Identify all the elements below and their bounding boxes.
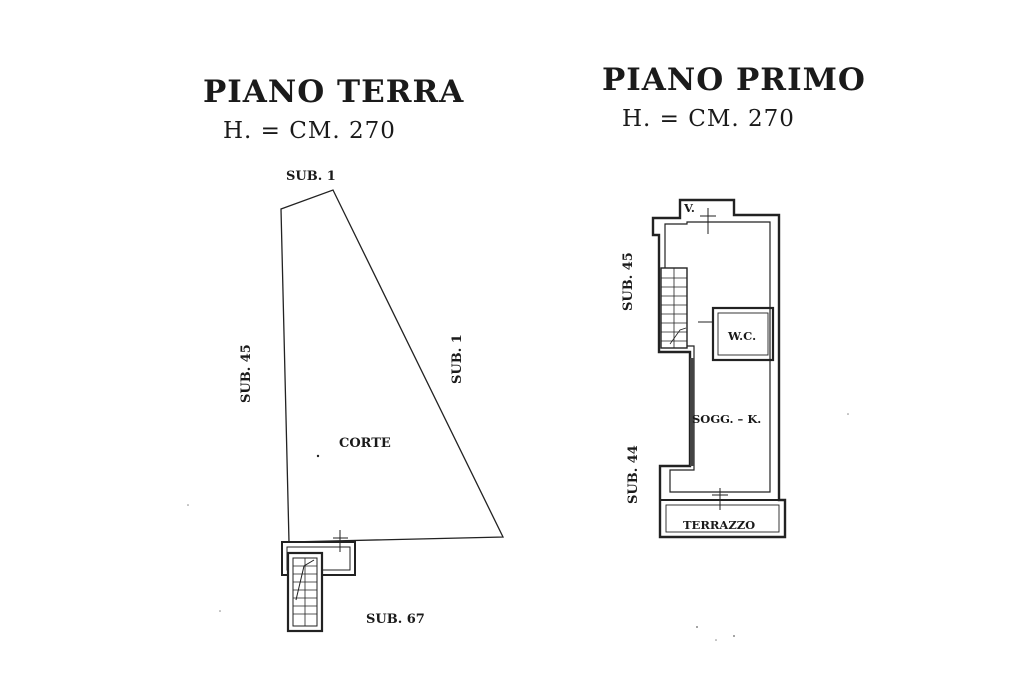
- first-sub-left-lower-label: SUB. 44: [626, 445, 641, 504]
- ground-sub-left-label: SUB. 45: [239, 344, 254, 403]
- first-floor-plan: SUB. 45 SUB. 44 V. W.C. SOGG. – K. TERRA…: [621, 198, 787, 539]
- first-floor-inner-wall: [664, 221, 771, 493]
- window-label: V.: [683, 201, 695, 215]
- first-floor-outer-wall: [651, 198, 787, 539]
- first-floor-stair: [660, 267, 688, 349]
- window-mark: [700, 208, 716, 234]
- ground-floor-plan: SUB. 1 SUB. 45 SUB. 1 CORTE SUB. 67: [239, 169, 505, 633]
- courtyard-dot: [316, 454, 320, 458]
- courtyard-outline: [280, 189, 505, 543]
- wall-shade: [690, 358, 694, 466]
- ground-floor-height: H. = CM. 270: [223, 118, 396, 144]
- first-floor-title: PIANO PRIMO: [602, 62, 866, 98]
- ground-sub-top-label: SUB. 1: [286, 169, 336, 184]
- ground-sub-bottom-label: SUB. 67: [366, 612, 425, 627]
- wc-room: [698, 306, 775, 362]
- ground-floor-title: PIANO TERRA: [203, 74, 465, 110]
- first-sub-left-upper-label: SUB. 45: [621, 252, 636, 311]
- living-label: SOGG. – K.: [692, 412, 761, 426]
- courtyard-label: CORTE: [339, 436, 391, 451]
- scan-specks: [187, 413, 849, 641]
- terrace-label: TERRAZZO: [683, 518, 755, 532]
- wc-label: W.C.: [727, 329, 756, 343]
- first-floor-height: H. = CM. 270: [622, 106, 795, 132]
- terrace: [659, 488, 786, 538]
- ground-stair-block: [281, 530, 356, 633]
- ground-sub-right-label: SUB. 1: [450, 334, 465, 384]
